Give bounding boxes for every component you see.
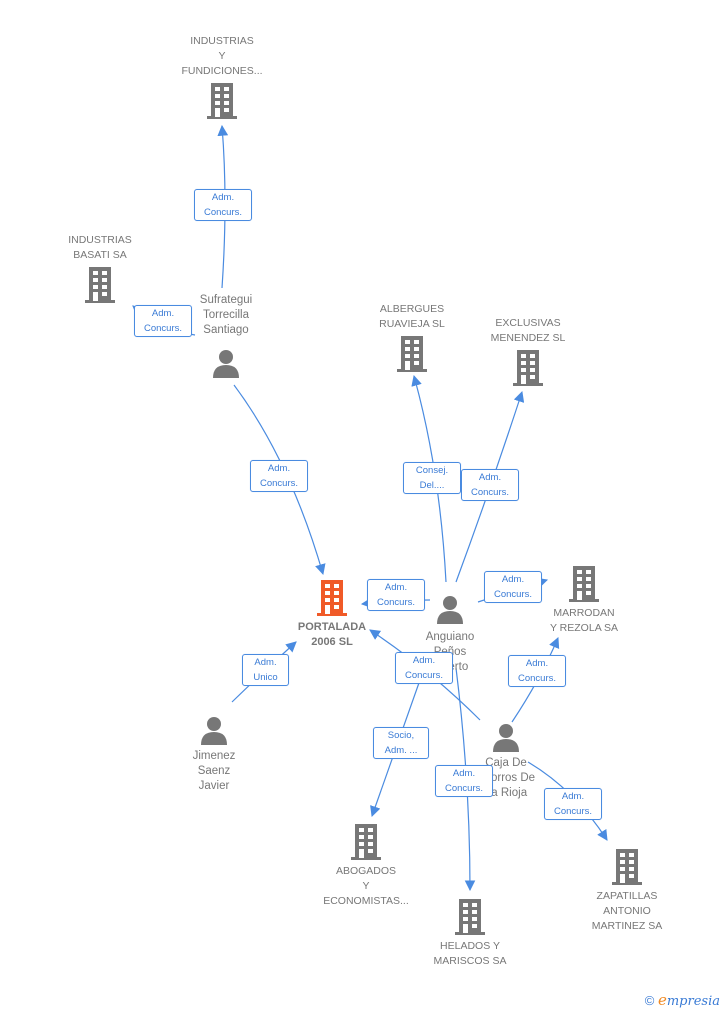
company-node-industrias-basati[interactable]: INDUSTRIAS BASATI SA [50, 233, 150, 303]
role-text: Concurs. [259, 478, 298, 489]
role-text: Adm. [412, 655, 436, 666]
role-text: Adm. ... [384, 745, 418, 756]
role-text: Concurs. [553, 806, 592, 817]
company-name-line: RUAVIEJA SL [379, 318, 445, 330]
person-name-line: Javier [198, 780, 230, 792]
building-icon [513, 350, 543, 386]
building-icon [455, 899, 485, 935]
building-icon [397, 336, 427, 372]
role-text: Unico [253, 672, 278, 683]
role-label[interactable]: Adm. Concurs. [250, 460, 308, 492]
role-label[interactable]: Adm. Concurs. [544, 788, 602, 820]
company-name-line: ECONOMISTAS... [323, 895, 409, 907]
company-name-line: MARTINEZ SA [591, 920, 663, 932]
company-node-helados[interactable]: HELADOS Y MARISCOS SA [420, 899, 520, 969]
role-text: Adm. [267, 463, 291, 474]
role-text: Adm. [561, 791, 585, 802]
company-name-line: ANTONIO [603, 905, 651, 917]
person-icon [201, 717, 227, 745]
building-icon [612, 849, 642, 885]
person-node-caja[interactable]: Caja De Ahorros De La Rioja [456, 722, 556, 801]
role-label[interactable]: Adm. Concurs. [461, 469, 519, 501]
person-name-line: Jimenez [192, 750, 236, 762]
role-label[interactable]: Adm. Unico [242, 654, 289, 686]
person-node-jimenez[interactable]: Jimenez Saenz Javier [164, 715, 264, 794]
company-name-line: INDUSTRIAS [190, 35, 254, 47]
building-icon-highlighted [317, 580, 347, 616]
company-name-line: ZAPATILLAS [596, 890, 658, 902]
company-name-line: MARISCOS SA [433, 955, 507, 967]
person-icon [437, 596, 463, 624]
role-label[interactable]: Adm. Concurs. [134, 305, 192, 337]
role-label[interactable]: Adm. Concurs. [395, 652, 453, 684]
empresia-logo[interactable]: empresia [657, 991, 720, 1009]
role-text: Adm. [254, 657, 277, 668]
person-name-line: Caja De [485, 757, 527, 769]
role-label[interactable]: Consej. Del.... [403, 462, 461, 494]
building-icon [207, 83, 237, 119]
role-text: Concurs. [404, 670, 443, 681]
person-name-line: Saenz [197, 765, 231, 777]
person-name-line: Torrecilla [202, 309, 249, 321]
role-text: Adm. [211, 192, 235, 203]
building-icon [569, 566, 599, 602]
person-name-line: La Rioja [484, 787, 528, 799]
company-node-marrodan[interactable]: MARRODAN Y REZOLA SA [534, 566, 634, 636]
company-name-line: Y REZOLA SA [549, 622, 619, 634]
company-name-line: FUNDICIONES... [181, 65, 263, 77]
role-label[interactable]: Adm. Concurs. [435, 765, 493, 797]
copyright-icon: © [644, 993, 655, 1008]
person-icon [213, 350, 239, 378]
role-text: Concurs. [493, 589, 532, 600]
role-text: Del.... [419, 480, 445, 491]
role-text: Adm. [384, 582, 408, 593]
company-node-albergues[interactable]: ALBERGUES RUAVIEJA SL [362, 302, 462, 372]
copyright-footer: © empresia [645, 991, 720, 1009]
role-text: Adm. [452, 768, 476, 779]
company-name-line: PORTALADA [297, 621, 367, 633]
role-label[interactable]: Adm. Concurs. [508, 655, 566, 687]
company-name-line: 2006 SL [311, 636, 353, 648]
role-text: Adm. [151, 308, 175, 319]
person-name-line: Sufrategui [199, 294, 253, 306]
role-text: Adm. [525, 658, 549, 669]
role-text: Consej. [415, 465, 449, 476]
company-name-line: MENENDEZ SL [490, 332, 566, 344]
role-text: Socio, [387, 730, 415, 741]
person-icon [493, 724, 519, 752]
company-node-zapatillas[interactable]: ZAPATILLAS ANTONIO MARTINEZ SA [577, 849, 677, 934]
company-node-portalada-main[interactable]: PORTALADA 2006 SL [282, 580, 382, 650]
company-name-line: HELADOS Y [440, 940, 500, 952]
person-name-line: Santiago [203, 324, 249, 336]
brand-rest: mpresia [666, 994, 720, 1009]
building-icon [85, 267, 115, 303]
company-node-industrias-fundiciones[interactable]: INDUSTRIAS Y FUNDICIONES... [172, 34, 272, 119]
company-name-line: Y [218, 50, 226, 62]
person-name-line: Anguiano [425, 631, 475, 643]
role-text: Adm. [501, 574, 525, 585]
company-name-line: EXCLUSIVAS [495, 317, 561, 329]
brand-initial: e [657, 991, 667, 1009]
role-text: Concurs. [517, 673, 556, 684]
role-label[interactable]: Adm. Concurs. [194, 189, 252, 221]
company-node-abogados[interactable]: ABOGADOS Y ECONOMISTAS... [316, 824, 416, 909]
person-node-sufrategui[interactable]: Sufrategui Torrecilla Santiago [176, 293, 276, 378]
role-label[interactable]: Socio, Adm. ... [373, 727, 429, 759]
building-icon [351, 824, 381, 860]
role-text: Concurs. [203, 207, 242, 218]
company-name-line: ABOGADOS [335, 865, 397, 877]
company-name-line: INDUSTRIAS [68, 234, 132, 246]
role-label[interactable]: Adm. Concurs. [367, 579, 425, 611]
company-node-exclusivas[interactable]: EXCLUSIVAS MENENDEZ SL [478, 316, 578, 386]
company-name-line: BASATI SA [73, 249, 127, 261]
role-text: Adm. [478, 472, 502, 483]
role-text: Concurs. [470, 487, 509, 498]
company-name-line: MARRODAN [553, 607, 615, 619]
company-name-line: Y [362, 880, 370, 892]
role-text: Concurs. [143, 323, 182, 334]
role-text: Concurs. [376, 597, 415, 608]
company-name-line: ALBERGUES [379, 303, 445, 315]
role-label[interactable]: Adm. Concurs. [484, 571, 542, 603]
role-text: Concurs. [444, 783, 483, 794]
